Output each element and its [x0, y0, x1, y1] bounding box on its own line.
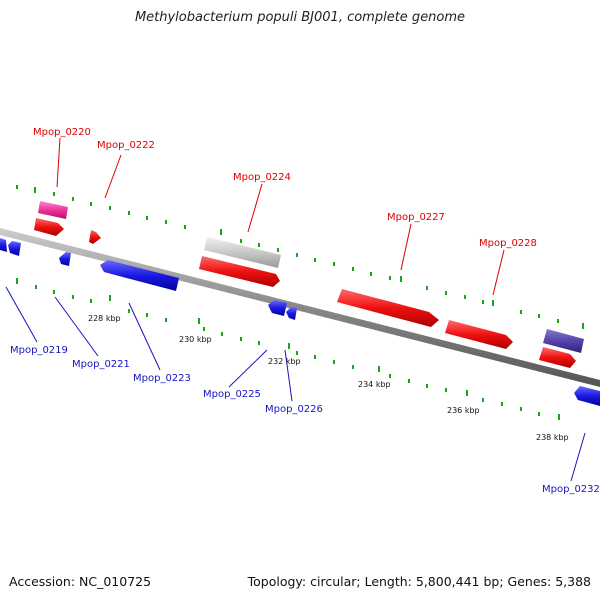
label-mpop-0224[interactable]: Mpop_0224: [233, 172, 291, 183]
gene-mpop-0231[interactable]: [539, 347, 576, 368]
forward-genes: [34, 201, 584, 368]
gene-mpop-0219-a[interactable]: [0, 238, 7, 252]
gene-mpop-0232[interactable]: [574, 386, 600, 406]
label-mpop-0221[interactable]: Mpop_0221: [72, 359, 130, 370]
gene-mpop-0220[interactable]: [34, 218, 64, 236]
top-label-leaders: [56, 137, 505, 296]
genome-summary-text: Topology: circular; Length: 5,800,441 bp…: [247, 574, 591, 589]
gene-mpop-0221[interactable]: [59, 252, 71, 266]
map-title: Methylobacterium populi BJ001, complete …: [134, 10, 466, 25]
gene-mpop-0225[interactable]: [268, 300, 287, 316]
gene-mpop-0227[interactable]: [337, 289, 439, 327]
kbp-label-230: 230 kbp: [179, 335, 212, 344]
gene-mpop-0219[interactable]: [8, 241, 21, 256]
reverse-genes: [0, 238, 600, 406]
bottom-tick-row: [16, 278, 560, 420]
label-mpop-0232[interactable]: Mpop_0232: [542, 484, 600, 495]
label-mpop-0220[interactable]: Mpop_0220: [33, 127, 91, 138]
kbp-label-228: 228 kbp: [88, 314, 121, 323]
gene-mpop-0224[interactable]: [199, 256, 280, 287]
gene-mpop-0224-gray[interactable]: [204, 237, 281, 268]
label-mpop-0226[interactable]: Mpop_0226: [265, 404, 323, 415]
gene-mpop-0222[interactable]: [89, 230, 101, 244]
kbp-label-232: 232 kbp: [268, 357, 301, 366]
kbp-label-238: 238 kbp: [536, 433, 569, 442]
label-mpop-0219[interactable]: Mpop_0219: [10, 345, 68, 356]
gene-mpop-0223[interactable]: [100, 260, 179, 291]
label-mpop-0223[interactable]: Mpop_0223: [133, 373, 191, 384]
top-tick-row: [16, 185, 584, 329]
accession-text: Accession: NC_010725: [9, 574, 152, 589]
label-mpop-0222[interactable]: Mpop_0222: [97, 140, 155, 151]
label-mpop-0225[interactable]: Mpop_0225: [203, 389, 261, 400]
kbp-label-236: 236 kbp: [447, 406, 480, 415]
gene-mpop-0226[interactable]: [286, 307, 297, 320]
genome-backbone: [0, 228, 600, 387]
label-mpop-0227[interactable]: Mpop_0227: [387, 212, 445, 223]
label-mpop-0228[interactable]: Mpop_0228: [479, 238, 537, 249]
gene-mpop-0228[interactable]: [445, 320, 513, 349]
kbp-label-234: 234 kbp: [358, 380, 391, 389]
bottom-label-leaders: [5, 286, 586, 482]
gene-mpop-0220-pink[interactable]: [38, 201, 68, 219]
gene-mpop-0231-purple[interactable]: [543, 329, 584, 353]
